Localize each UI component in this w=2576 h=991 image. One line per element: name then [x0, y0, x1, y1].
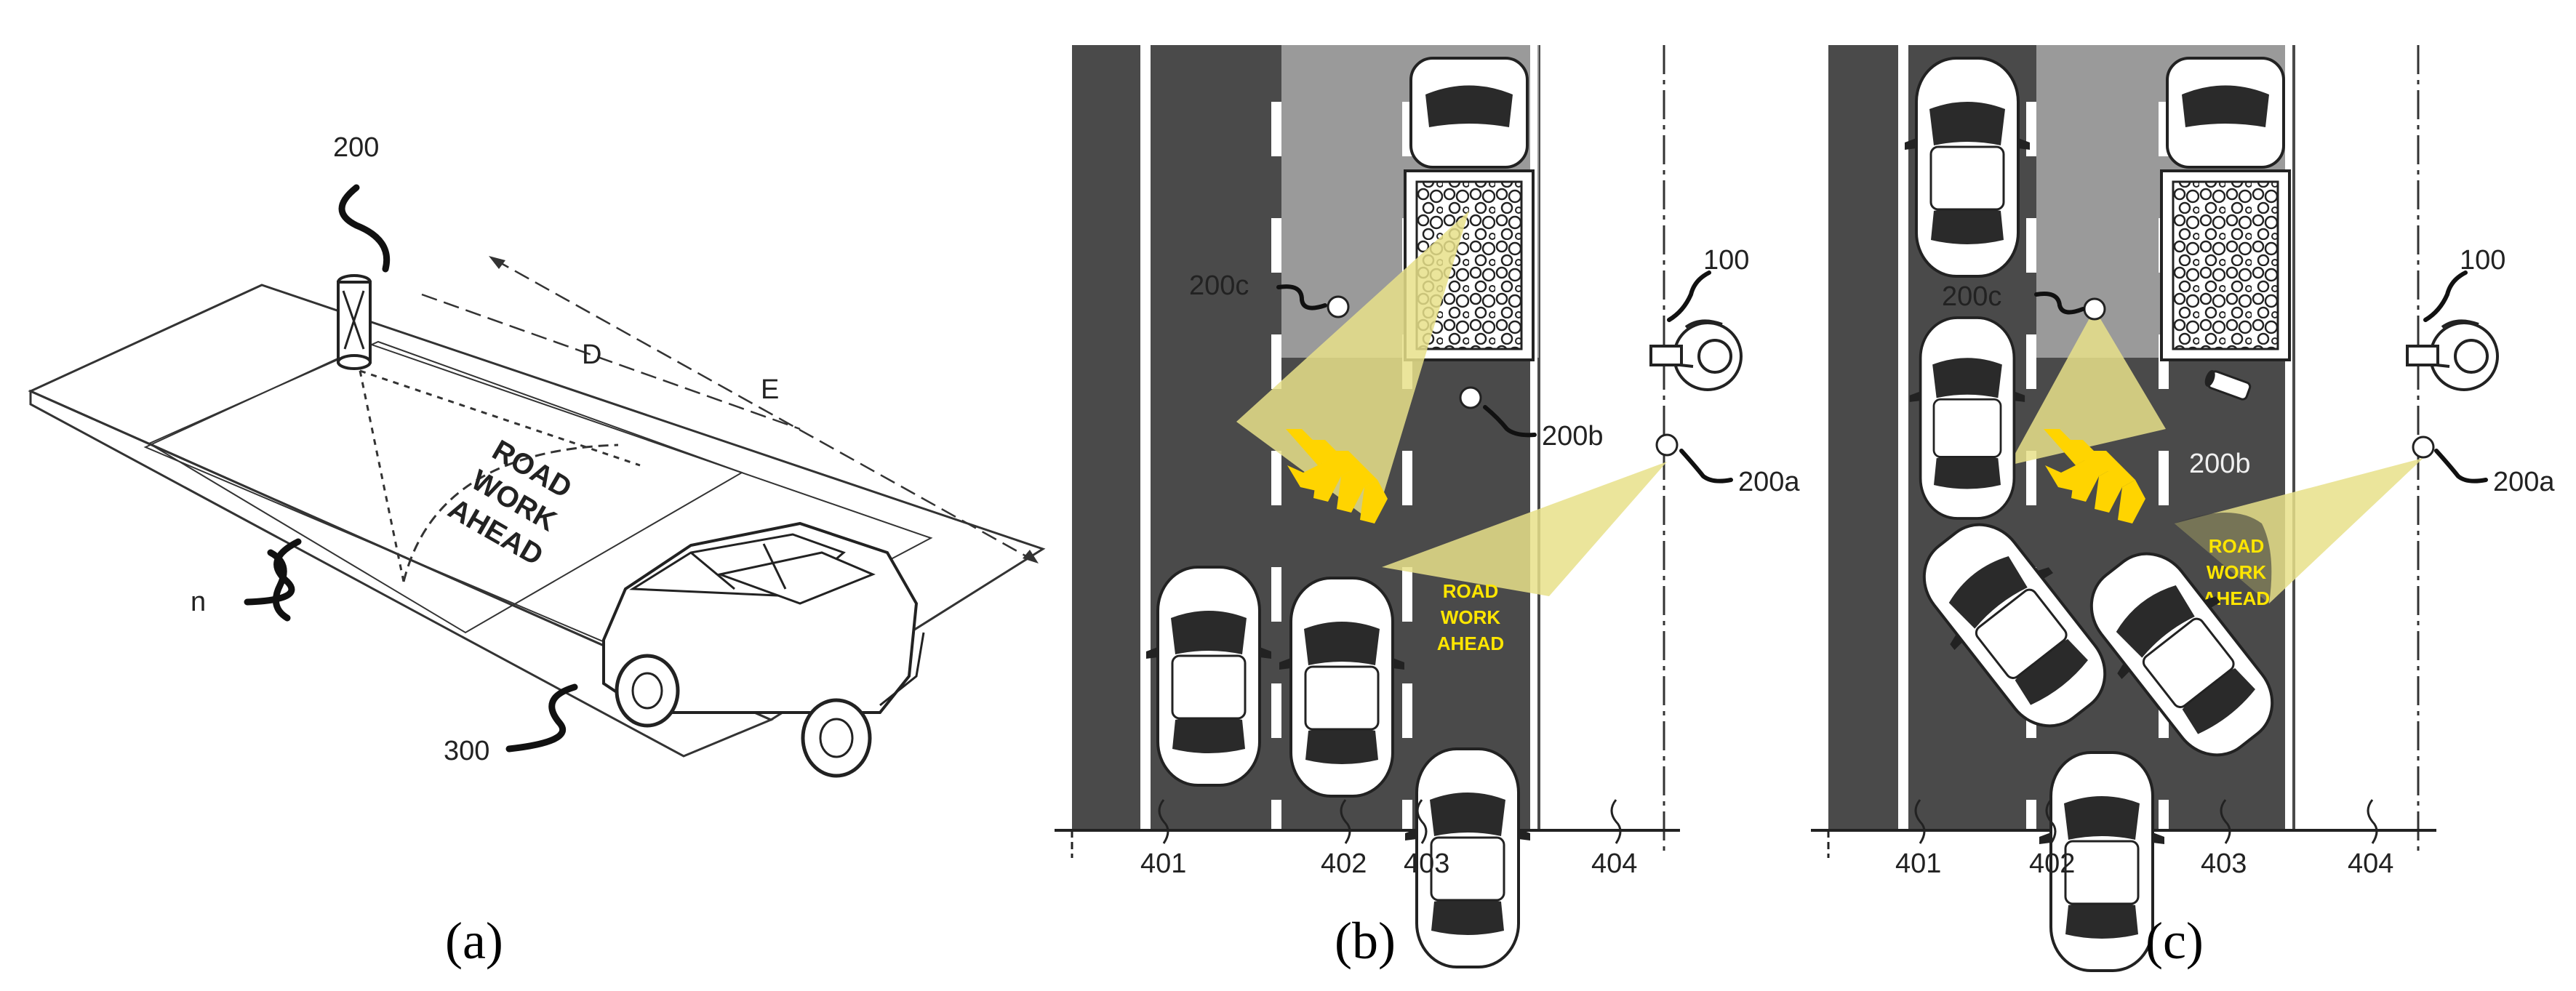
sign-text-b: ROAD WORK AHEAD — [1437, 580, 1504, 654]
sign-b-line-3: AHEAD — [1437, 633, 1504, 654]
sign-text-a: ROAD WORK AHEAD — [443, 434, 577, 572]
caption-b: (b) — [1335, 912, 1396, 970]
panel-a: 200 D E ROAD WORK AHEAD — [28, 132, 1046, 970]
lamp-200a-icon — [1655, 433, 1679, 457]
caption-a: (a) — [445, 912, 503, 970]
lane-401-b: 401 — [1140, 848, 1186, 879]
caption-c: (c) — [2145, 912, 2204, 970]
lane-403-b: 403 — [1404, 848, 1449, 879]
car-icon — [1908, 316, 2026, 520]
lamp-200c-icon — [1327, 295, 1350, 318]
chevrons-b — [1286, 429, 1388, 523]
truck-icon — [2160, 57, 2291, 361]
label-200a-c: 200a — [2493, 467, 2555, 497]
beam-200a — [1382, 462, 1667, 596]
lamp-200b-icon — [1459, 386, 1482, 409]
sign-b-line-2: WORK — [1441, 606, 1501, 628]
sign-c-line-2: WORK — [2207, 561, 2267, 583]
sign-text-c: ROAD WORK AHEAD — [2203, 535, 2270, 609]
label-100-b: 100 — [1703, 245, 1749, 276]
lane-404-b: 404 — [1591, 848, 1637, 879]
beam-200b — [1236, 211, 1469, 523]
lamp-pole-icon — [337, 274, 372, 370]
beam-200c — [2009, 309, 2166, 465]
panel-c: ROAD WORK AHEAD 200c 200b 200a 100 401 — [1811, 45, 2555, 972]
label-200b-c: 200b — [2189, 449, 2251, 479]
label-200c-b: 200c — [1189, 270, 1249, 301]
label-d: D — [582, 340, 601, 370]
lane-402-b: 402 — [1321, 848, 1367, 879]
label-300: 300 — [444, 736, 489, 766]
car-icon — [1278, 577, 1406, 798]
label-n: n — [191, 587, 206, 617]
label-e: E — [761, 374, 779, 405]
sign-b-line-1: ROAD — [1443, 580, 1499, 602]
label-200a-b: 200a — [1738, 467, 1800, 497]
sign-c-line-1: ROAD — [2209, 535, 2265, 557]
chevrons-c — [2044, 429, 2145, 523]
label-200b-b: 200b — [1542, 421, 1604, 452]
fallen-lamp-200b-icon — [2204, 369, 2252, 401]
car-perspective-icon — [602, 521, 925, 778]
lane-402-c: 402 — [2029, 848, 2075, 879]
label-200: 200 — [333, 132, 379, 163]
label-200c-c: 200c — [1942, 281, 2001, 312]
lamp-200c-icon — [2083, 297, 2106, 321]
worker-icon — [2406, 319, 2499, 391]
car-icon — [1145, 566, 1273, 787]
lamp-200a-icon — [2412, 436, 2435, 459]
lane-404-c: 404 — [2348, 848, 2393, 879]
panel-b: ROAD WORK AHEAD 200c 200b 200a 100 401 4… — [1055, 45, 1800, 970]
lane-403-c: 403 — [2201, 848, 2247, 879]
lane-401-c: 401 — [1895, 848, 1941, 879]
car-icon — [1903, 57, 2031, 278]
label-100-c: 100 — [2460, 245, 2505, 276]
